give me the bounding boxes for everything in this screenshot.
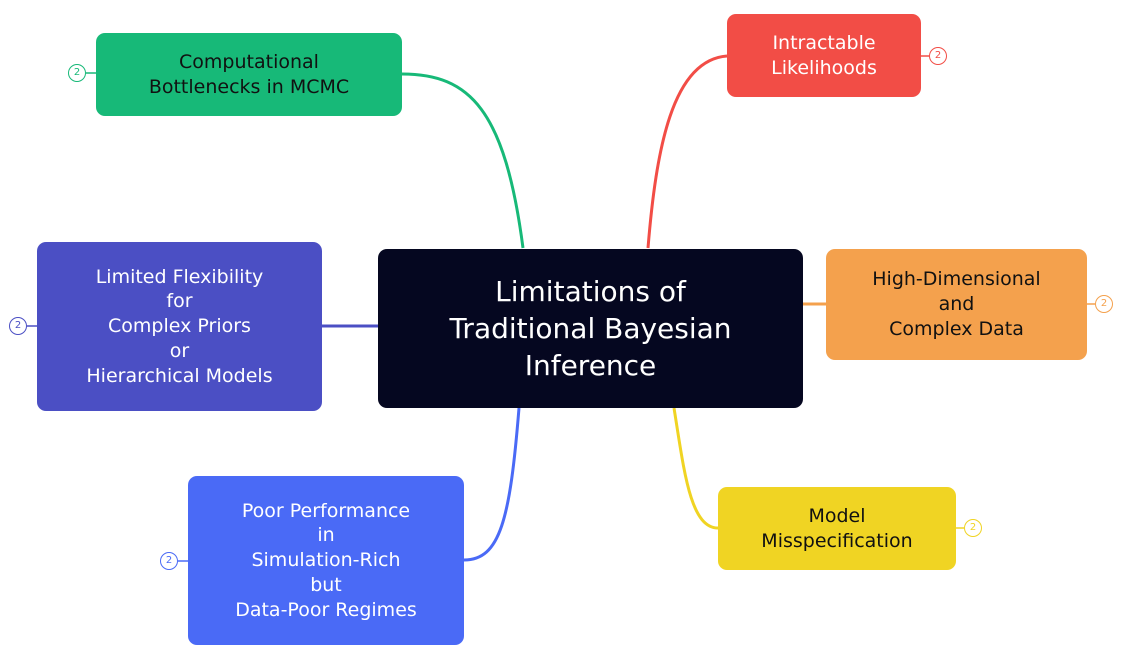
node-limited-flexibility[interactable]: Limited Flexibility for Complex Priors o… [37, 242, 322, 411]
node-label: Computational Bottlenecks in MCMC [148, 50, 350, 98]
node-label: High-Dimensional and Complex Data [872, 268, 1041, 340]
collapsed-count-badge[interactable]: 2 [929, 47, 947, 65]
node-poor-performance[interactable]: Poor Performance in Simulation-Rich but … [188, 476, 464, 645]
node-high-dimensional-data[interactable]: High-Dimensional and Complex Data [826, 249, 1087, 360]
central-topic[interactable]: Limitations of Traditional Bayesian Infe… [378, 249, 803, 408]
node-computational-bottlenecks[interactable]: Computational Bottlenecks in MCMC [96, 33, 402, 116]
collapsed-count-badge[interactable]: 2 [68, 64, 86, 82]
collapsed-count-badge[interactable]: 2 [9, 317, 27, 335]
collapsed-count-badge[interactable]: 2 [1095, 295, 1113, 313]
connector-misspecification [672, 407, 719, 530]
collapsed-count-badge[interactable]: 2 [964, 519, 982, 537]
connector-computational [401, 72, 525, 249]
node-label: Poor Performance in Simulation-Rich but … [235, 499, 417, 621]
central-topic-label: Limitations of Traditional Bayesian Infe… [449, 274, 732, 383]
node-label: Model Misspecification [761, 504, 913, 552]
collapsed-count-badge[interactable]: 2 [160, 552, 178, 570]
node-label: Intractable Likelihoods [771, 31, 877, 79]
connector-intractable [646, 54, 728, 249]
node-label: Limited Flexibility for Complex Priors o… [86, 265, 273, 387]
node-intractable-likelihoods[interactable]: Intractable Likelihoods [727, 14, 921, 97]
connector-poor-performance [463, 407, 521, 562]
node-model-misspecification[interactable]: Model Misspecification [718, 487, 956, 570]
